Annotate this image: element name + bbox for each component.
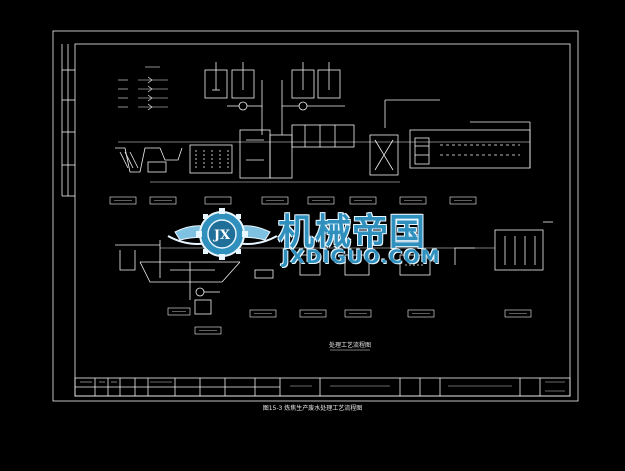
dosing-tank-left [204,62,263,135]
sludge-pump [189,282,220,315]
watermark-name: 机械帝国 [278,212,427,253]
title-block [74,377,571,397]
lower-equalization-tank [115,240,161,278]
reaction-tank-1 [189,144,233,174]
side-strip [61,44,75,197]
gear-wings-logo-icon: JX [167,208,278,260]
lower-label-boxes [167,307,532,335]
legend [118,66,168,111]
clarifier [139,261,241,283]
reaction-tank-2 [239,124,355,179]
outer-frame [52,30,579,402]
oil-separator [147,147,183,173]
dosing-tank-right [281,62,440,135]
diagram-title: 处理工艺流程图 [329,341,371,349]
logo-letters: JX [213,228,231,243]
pretreatment-tank [115,147,160,173]
upper-label-boxes [109,196,477,205]
watermark-domain: JXDIGUO.COM [282,246,441,268]
settling-tank [369,134,399,176]
biological-tank [409,121,531,169]
figure-caption: 图15-3 炼焦生产废水处理工艺流程图 [262,405,363,412]
